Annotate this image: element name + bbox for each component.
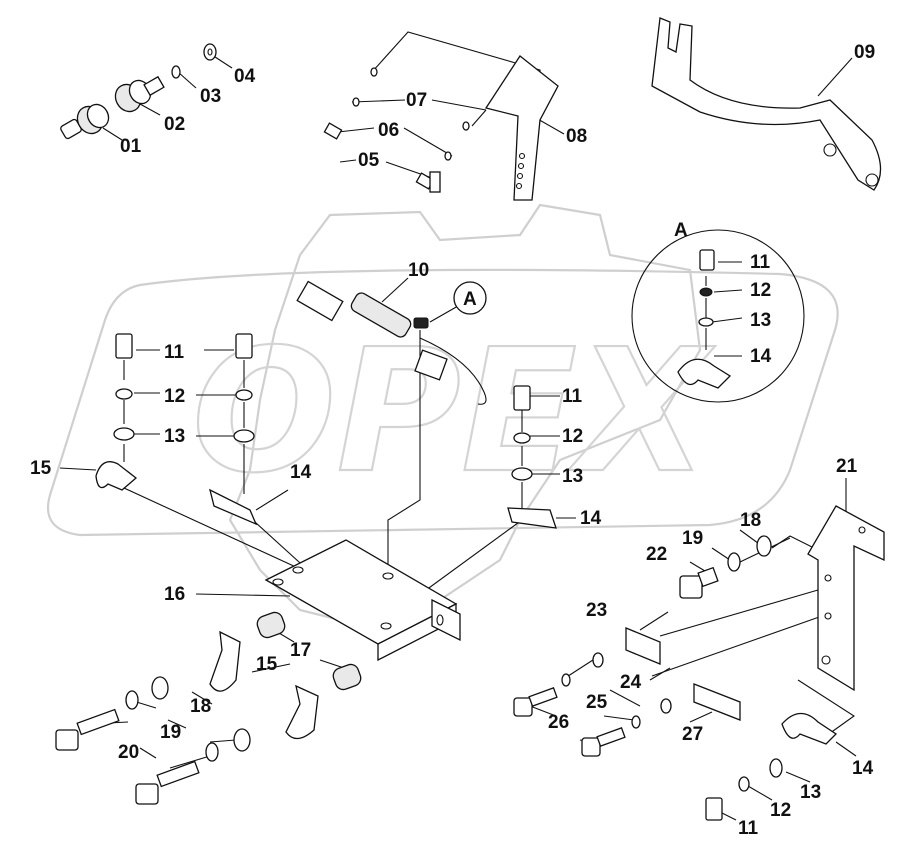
callout-11-detail: 11 xyxy=(750,252,771,273)
part-bolt-05 xyxy=(323,122,441,193)
part-bracket-21 xyxy=(807,505,885,692)
callout-15-left: 15 xyxy=(30,458,52,479)
callout-05: 05 xyxy=(358,150,380,171)
callout-07: 07 xyxy=(406,90,427,111)
part-bracket-23 xyxy=(625,627,661,665)
callout-19-left: 19 xyxy=(160,722,181,743)
callout-11-bottom: 11 xyxy=(738,818,759,839)
callout-26: 26 xyxy=(548,712,569,733)
callout-24: 24 xyxy=(620,672,642,693)
callout-23: 23 xyxy=(586,600,607,621)
callout-18-right: 18 xyxy=(740,510,761,531)
callout-22: 22 xyxy=(646,544,667,565)
callout-25: 25 xyxy=(586,692,608,713)
watermark: OPEX xyxy=(46,203,839,627)
callout-08: 08 xyxy=(566,126,587,147)
callout-17: 17 xyxy=(290,640,311,661)
callout-06: 06 xyxy=(378,120,399,141)
part-clip-14 xyxy=(209,358,838,745)
callout-19-right: 19 xyxy=(682,528,703,549)
part-switch-01 xyxy=(60,103,110,140)
callout-27: 27 xyxy=(682,724,703,745)
part-bolt-11 xyxy=(115,249,723,821)
callout-18-left: 18 xyxy=(190,696,211,717)
callout-12-detail: 12 xyxy=(750,280,771,301)
callout-labels: 01 02 03 04 05 06 07 08 09 10 A A 11 11 … xyxy=(30,42,875,839)
callout-21: 21 xyxy=(836,456,858,477)
detail-marker-a-label: A xyxy=(463,289,477,310)
detail-marker-a xyxy=(453,281,487,315)
callout-12-bottom: 12 xyxy=(770,800,791,821)
callout-02: 02 xyxy=(164,114,185,135)
part-bracket-09 xyxy=(651,17,882,191)
part-washer-24 xyxy=(660,698,672,714)
part-washer-07 xyxy=(370,67,470,131)
callout-09: 09 xyxy=(854,42,875,63)
callout-13-bottom: 13 xyxy=(800,782,821,803)
callout-15-bottom: 15 xyxy=(256,654,278,675)
callout-14-center: 14 xyxy=(290,462,312,483)
callout-03: 03 xyxy=(200,86,221,107)
part-washer-06 xyxy=(352,97,452,161)
callout-14-right: 14 xyxy=(580,508,602,529)
callout-13-left: 13 xyxy=(164,426,185,447)
callout-10: 10 xyxy=(408,260,429,281)
part-washer-19 xyxy=(125,552,741,762)
callout-13-detail: 13 xyxy=(750,310,771,331)
part-bolt-26 xyxy=(513,687,626,757)
callout-13-right: 13 xyxy=(562,466,583,487)
callout-14-bottom: 14 xyxy=(852,758,874,779)
part-bolt-20 xyxy=(55,708,200,805)
part-connector-02 xyxy=(114,75,165,113)
part-washer-03 xyxy=(171,65,181,79)
callout-04: 04 xyxy=(234,66,256,87)
callout-01: 01 xyxy=(120,136,142,157)
part-washer-25 xyxy=(561,673,641,729)
callout-12-right: 12 xyxy=(562,426,583,447)
part-bolt-22 xyxy=(679,566,719,599)
part-plate-16 xyxy=(264,539,461,662)
part-washer-04 xyxy=(203,43,217,61)
callout-11-left: 11 xyxy=(164,342,185,363)
part-washer-13 xyxy=(113,317,783,778)
watermark-text: OPEX xyxy=(192,313,716,511)
part-spacer-17 xyxy=(256,611,362,691)
callout-20: 20 xyxy=(118,742,139,763)
part-bracket-27 xyxy=(693,683,741,721)
watermark-swoosh xyxy=(46,268,839,537)
detail-view-a xyxy=(631,229,805,403)
detail-view-a-label: A xyxy=(674,220,688,241)
part-washer-12 xyxy=(115,287,750,792)
callout-14-detail: 14 xyxy=(750,346,772,367)
part-bracket-08 xyxy=(484,55,559,201)
part-harness-10 xyxy=(296,280,487,405)
callout-16: 16 xyxy=(164,584,185,605)
callout-11-right: 11 xyxy=(562,386,583,407)
part-clamp-15 xyxy=(95,461,319,740)
callout-12-left: 12 xyxy=(164,386,185,407)
part-washer-18 xyxy=(151,535,772,752)
